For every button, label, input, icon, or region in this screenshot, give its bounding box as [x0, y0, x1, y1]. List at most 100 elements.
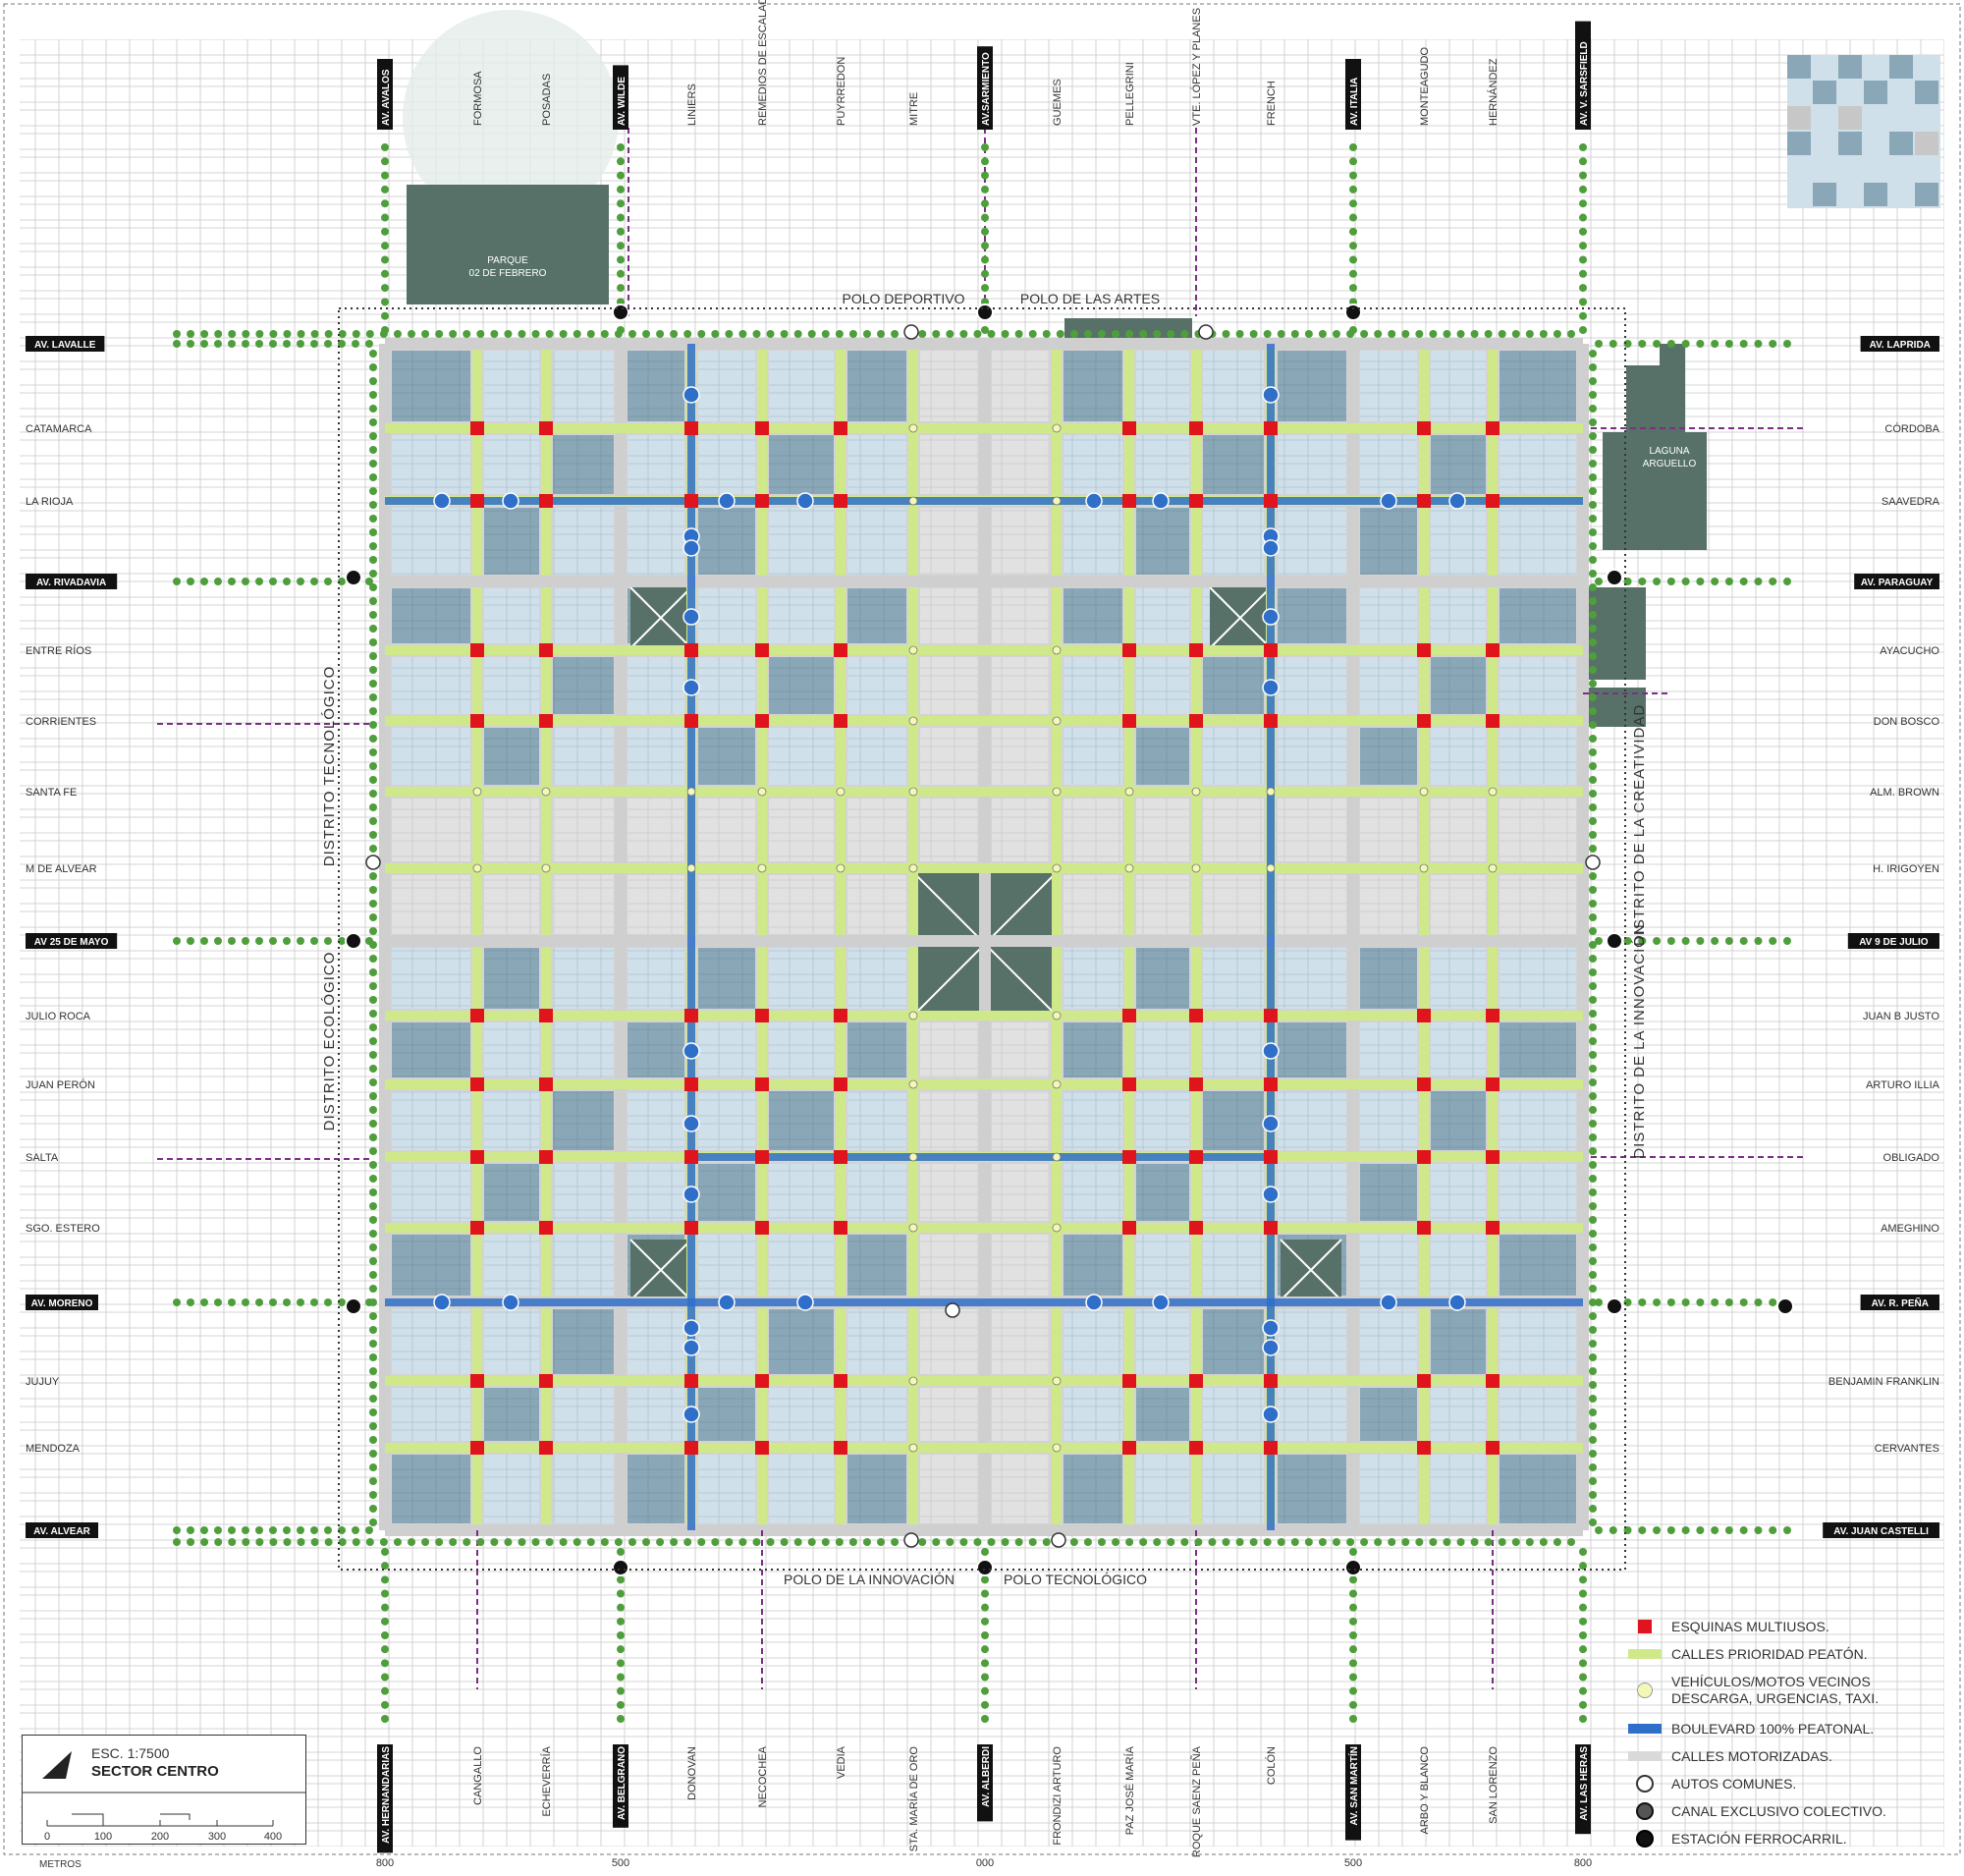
city-block [1431, 508, 1486, 575]
tree [1083, 330, 1092, 338]
multiuse-corner-icon [684, 714, 698, 728]
tree [1589, 913, 1597, 921]
city-block [1136, 588, 1189, 643]
tree [1374, 330, 1383, 338]
tree [1653, 340, 1662, 348]
tree [1277, 330, 1285, 338]
city-block [698, 435, 755, 494]
multiuse-corner-icon [1189, 1150, 1203, 1164]
car-dot-icon [908, 1376, 918, 1386]
tree [1589, 955, 1597, 963]
city-block [1203, 799, 1264, 861]
tree [214, 1526, 222, 1534]
city-block [1278, 435, 1346, 494]
city-block [392, 657, 470, 714]
tree [242, 1298, 249, 1306]
multiuse-corner-icon [1122, 421, 1136, 435]
car-dot-icon [908, 1443, 918, 1453]
bottom-avenue-box-8 [977, 1744, 993, 1822]
tree [1456, 1538, 1465, 1546]
city-block [553, 1309, 614, 1374]
tree [1589, 1436, 1597, 1444]
tree [369, 776, 377, 784]
tree [1332, 330, 1340, 338]
tree [1443, 330, 1451, 338]
city-block [484, 875, 539, 934]
tree [981, 171, 989, 180]
pedestrian-icon [502, 492, 519, 510]
tree [981, 143, 989, 151]
tree [545, 330, 554, 338]
multiuse-corner-icon [1264, 1441, 1278, 1455]
right-street-label-6: ALM. BROWN [1870, 787, 1939, 799]
tree [369, 418, 377, 426]
pedestrian-icon [682, 1115, 700, 1132]
legend-prioridad: CALLES PRIORIDAD PEATÓN. [1628, 1646, 1868, 1668]
tree [1638, 1298, 1647, 1306]
tree [835, 1538, 844, 1546]
tree [381, 255, 389, 264]
tree [725, 1538, 734, 1546]
bottom-street-group-5: NECOCHEA [757, 1745, 769, 1807]
tree [1739, 937, 1748, 945]
multiuse-corner-icon [539, 1441, 553, 1455]
tree [617, 284, 625, 293]
boulevard-vertical-east [1267, 344, 1275, 1530]
north-arrow-icon [42, 1751, 72, 1779]
tree [1349, 326, 1357, 334]
tree [381, 311, 389, 320]
tree [1589, 1518, 1597, 1526]
tree [617, 1575, 625, 1584]
tree [981, 255, 989, 264]
city-block [1360, 1022, 1417, 1077]
tree [255, 1526, 263, 1534]
tree [1589, 1367, 1597, 1375]
tree [1180, 1538, 1189, 1546]
city-block [769, 657, 834, 714]
tree [918, 330, 927, 338]
city-block [992, 508, 1050, 575]
tree [421, 1538, 430, 1546]
city-block [769, 875, 834, 934]
tree [369, 927, 377, 935]
tree [1589, 1243, 1597, 1251]
city-block [698, 1164, 755, 1221]
laguna-label-1: LAGUNA [1649, 446, 1689, 457]
tree [242, 578, 249, 585]
tree [981, 1589, 989, 1598]
tree [381, 269, 389, 278]
tree [365, 937, 373, 945]
tree [1579, 255, 1587, 264]
tree [656, 330, 665, 338]
tree [573, 1538, 581, 1546]
city-block [1064, 799, 1122, 861]
legend-esquinas: ESQUINAS MULTIUSOS. [1628, 1619, 1829, 1640]
city-block [698, 1455, 755, 1523]
train-station-icon [1606, 1297, 1623, 1315]
tree [1349, 1603, 1357, 1612]
tree [1349, 1686, 1357, 1695]
city-block [1203, 1164, 1264, 1221]
top-street-label-5: REMEDIOS DE ESCALADA [757, 0, 769, 126]
tree [1263, 330, 1272, 338]
city-block [698, 1235, 755, 1296]
tree [365, 340, 373, 348]
car-circle-icon [903, 1532, 919, 1548]
tree [187, 340, 194, 348]
city-block [484, 508, 539, 575]
left-street-label-14: JUJUY [26, 1376, 60, 1388]
tree [1589, 968, 1597, 976]
top-avenue-tag-13: AV. ITALIA [1345, 59, 1361, 130]
car-dot-icon [472, 863, 482, 873]
multiuse-corner-icon [1264, 494, 1278, 508]
tree [381, 143, 389, 151]
city-block [484, 1309, 539, 1374]
tree [891, 1538, 900, 1546]
top-street-group-4: LINIERS [686, 83, 698, 126]
tree [1589, 473, 1597, 481]
tree [1589, 693, 1597, 701]
tree [559, 1538, 568, 1546]
tree [891, 330, 900, 338]
tree [670, 330, 679, 338]
